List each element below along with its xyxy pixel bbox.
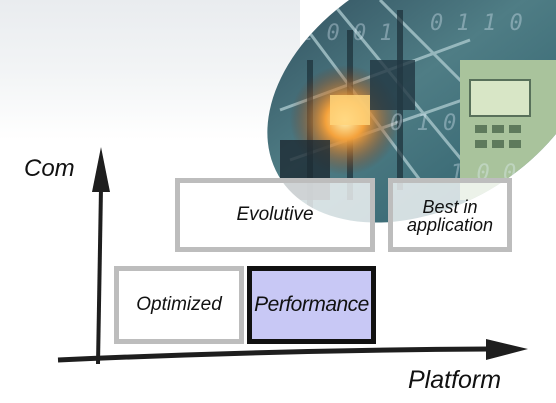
best-in-application-label-line2: application <box>406 215 494 235</box>
vertical-axis-line <box>96 187 103 365</box>
svg-text:0 1 1 0: 0 1 1 0 <box>430 11 523 36</box>
vertical-axis-label: Com <box>24 155 75 182</box>
horizontal-axis-arrowhead <box>486 339 528 360</box>
evolutive-label: Evolutive <box>236 204 314 225</box>
background-gradient <box>0 0 300 140</box>
best-in-application-box: Best in application <box>388 178 512 252</box>
best-in-application-label-line1: Best in <box>422 197 478 217</box>
optimized-label: Optimized <box>136 294 222 315</box>
horizontal-axis-line <box>57 346 491 363</box>
evolutive-box: Evolutive <box>175 178 375 252</box>
performance-label: Performance <box>254 293 369 316</box>
horizontal-axis-label: Platform <box>408 366 502 394</box>
performance-box: Performance <box>247 266 376 344</box>
optimized-box: Optimized <box>114 266 244 344</box>
vertical-axis-arrowhead <box>92 147 110 192</box>
svg-text:0 1 0: 0 1 0 <box>390 111 456 136</box>
